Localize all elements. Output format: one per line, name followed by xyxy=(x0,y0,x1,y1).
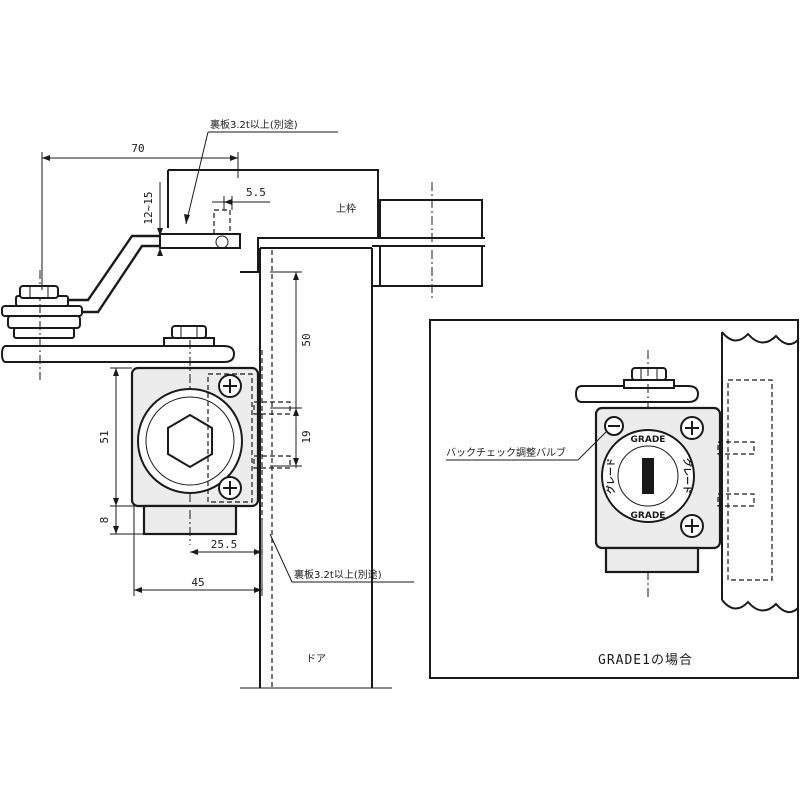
phillips-screw-icon xyxy=(218,374,242,398)
label-backplate-top: 裏板3.2t以上(別途) xyxy=(210,118,298,131)
label-backplate-bottom: 裏板3.2t以上(別途) xyxy=(294,568,382,581)
dial-text-top: GRADE xyxy=(631,435,666,445)
hex-nut-icon xyxy=(623,367,675,389)
dim-5-5: 5.5 xyxy=(246,186,266,199)
dim-12-15: 12~15 xyxy=(142,191,155,224)
inset-caption: GRADE1の場合 xyxy=(598,653,693,668)
dimension-lines xyxy=(41,131,414,596)
door-and-frame xyxy=(167,169,485,689)
dial-text-bottom: GRADE xyxy=(631,511,666,521)
dim-19: 19 xyxy=(300,430,313,443)
arm-linkage xyxy=(0,270,236,380)
hex-socket-icon xyxy=(167,413,213,469)
grade1-inset: GRADE GRADE グレード グレード xyxy=(429,319,799,679)
grade-dial-icon xyxy=(601,429,695,523)
dim-45: 45 xyxy=(191,576,204,589)
dim-8: 8 xyxy=(98,517,111,524)
label-top-frame: 上枠 xyxy=(336,202,356,215)
bracket-arm xyxy=(60,209,241,314)
closer-body xyxy=(130,340,291,545)
phillips-screw-icon xyxy=(680,514,704,538)
label-backcheck-valve: バックチェック調整バルブ xyxy=(446,446,566,459)
dial-text-left: グレード xyxy=(605,458,617,494)
dim-25-5: 25.5 xyxy=(211,538,238,551)
hex-nut-icon xyxy=(163,325,215,347)
dim-50: 50 xyxy=(300,333,313,346)
dim-51: 51 xyxy=(98,430,111,443)
label-door: ドア xyxy=(306,654,326,665)
phillips-screw-icon xyxy=(680,416,704,440)
hex-nut-icon xyxy=(19,285,59,299)
text-labels: 70 12~15 5.5 裏板3.2t以上(別途) 上枠 50 19 51 8 … xyxy=(98,118,693,668)
phillips-screw-icon xyxy=(218,476,242,500)
dial-text-right: グレード xyxy=(681,458,693,494)
dim-70: 70 xyxy=(131,142,144,155)
